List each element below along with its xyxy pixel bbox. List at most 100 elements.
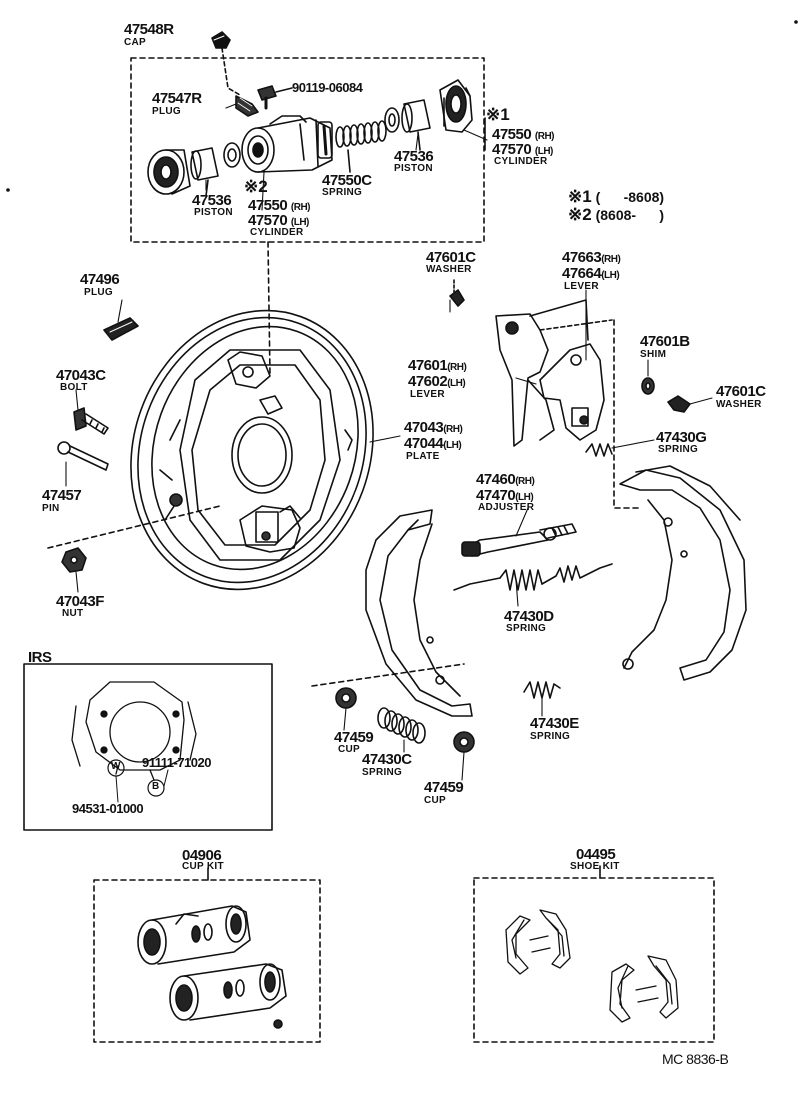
legend-mark-1: ※1 xyxy=(568,187,592,206)
cylinder-bottom-rh-number: 47550 xyxy=(248,197,288,214)
nut-47043f-part xyxy=(61,547,87,573)
wheel-cylinder-part xyxy=(241,115,333,173)
plug-47496-part xyxy=(103,317,139,341)
lever-47663-name: LEVER xyxy=(564,281,599,292)
spring-47430c-part xyxy=(377,707,426,744)
cylinder-lh-tag: (LH) xyxy=(534,146,554,157)
plate-rh-number: 47043 xyxy=(404,419,444,436)
seal-right-part xyxy=(384,107,400,133)
irs-inset-box xyxy=(23,663,273,831)
lever-47601-rh: 47601 xyxy=(408,357,448,374)
shim-name: SHIM xyxy=(640,349,667,360)
bolt-47043c-number: 47043C xyxy=(56,367,106,384)
mark-2-symbol: ※2 xyxy=(244,177,268,196)
shim-number: 47601B xyxy=(640,333,690,350)
shim-part xyxy=(641,377,655,395)
pin-number: 47457 xyxy=(42,487,82,504)
cup-bottom-number: 47459 xyxy=(424,779,464,796)
spring-47430g-number: 47430G xyxy=(656,429,707,446)
lever-47601-rh-tag: (RH) xyxy=(447,362,467,373)
adjuster-lh-number: 47470 xyxy=(476,487,516,504)
shoe-kit-set-lower xyxy=(609,955,679,1023)
boot-left-part xyxy=(147,149,191,195)
adjust-lever-part xyxy=(539,343,605,441)
cylinder-top-name: CYLINDER xyxy=(494,156,548,167)
cup-left-part xyxy=(335,687,357,709)
spring-47430e-number: 47430E xyxy=(530,715,579,732)
washer-right-part xyxy=(667,395,691,413)
cylinder-rh-number: 47550 xyxy=(492,126,532,143)
washer-top-number: 47601C xyxy=(426,249,476,266)
cylinder-group-box xyxy=(130,57,485,243)
pin-47457-part xyxy=(57,441,109,471)
legend-range-1: ( -8608) xyxy=(595,189,665,205)
piston-right-number: 47536 xyxy=(394,148,434,165)
cup-kit-cylinder-upper xyxy=(137,905,251,965)
bolt-90119-number: 90119-06084 xyxy=(292,80,363,95)
cylinder-bottom-lh-number: 47570 xyxy=(248,212,288,229)
plate-rh-tag: (RH) xyxy=(443,424,463,435)
irs-title: IRS xyxy=(28,649,52,666)
lever-47601-name: LEVER xyxy=(410,389,445,400)
piston-left-part xyxy=(190,147,219,197)
adjuster-lh-tag: (LH) xyxy=(515,492,534,503)
irs-part-a: 91111-71020 xyxy=(142,755,211,770)
lever-47663-rh-tag: (RH) xyxy=(601,254,621,265)
cup-kit-cylinder-lower xyxy=(169,963,287,1029)
spring-47550c-name: SPRING xyxy=(322,187,363,198)
spring-47430d-number: 47430D xyxy=(504,608,554,625)
lever-47664-lh-tag: (LH) xyxy=(601,270,620,281)
nut-name: NUT xyxy=(62,608,84,619)
piston-left-name: PISTON xyxy=(194,207,233,218)
spring-47430g-part xyxy=(585,443,613,457)
pin-name: PIN xyxy=(42,503,60,514)
washer-top-name: WASHER xyxy=(426,264,472,275)
shoe-kit-name: SHOE KIT xyxy=(570,861,620,872)
plug-47496-number: 47496 xyxy=(80,271,120,288)
shoe-kit-set-upper xyxy=(505,909,571,975)
plug-part xyxy=(235,95,259,117)
washer-right-number: 47601C xyxy=(716,383,766,400)
cylinder-bottom-name: CYLINDER xyxy=(250,227,304,238)
plate-lh-tag: (LH) xyxy=(443,440,462,451)
lever-47602-lh: 47602 xyxy=(408,373,448,390)
cup-kit-number: 04906 xyxy=(182,847,222,864)
plate-lh-number: 47044 xyxy=(404,435,444,452)
spring-47430d-part xyxy=(453,563,613,591)
irs-badge-b: B xyxy=(152,781,160,792)
leader-lines xyxy=(65,103,713,781)
cylinder-bottom-rh-tag: (RH) xyxy=(290,202,311,213)
cylinder-bottom-lh-tag: (LH) xyxy=(290,217,310,228)
plug-47547r-number: 47547R xyxy=(152,90,202,107)
irs-plate-outline xyxy=(71,681,197,781)
shoe-kit-number: 04495 xyxy=(576,846,616,863)
bolt-47043c-name: BOLT xyxy=(60,382,88,393)
cup-kit-name: CUP KIT xyxy=(182,861,224,872)
cup-bottom-part xyxy=(453,731,475,753)
irs-badge-w: W xyxy=(111,761,121,772)
spring-47430d-name: SPRING xyxy=(506,623,547,634)
cup-bottom-name: CUP xyxy=(424,795,447,806)
plug-47547r-name: PLUG xyxy=(152,106,181,117)
bolt-90119-part xyxy=(257,85,293,110)
lever-47602-lh-tag: (LH) xyxy=(447,378,466,389)
spring-47550c-part xyxy=(335,120,387,173)
spring-47550c-number: 47550C xyxy=(322,172,372,189)
backing-plate-part xyxy=(130,309,374,591)
cap-part xyxy=(211,31,231,49)
brake-shoe-right-part xyxy=(619,465,747,681)
cup-left-number: 47459 xyxy=(334,729,374,746)
badge-b-ring xyxy=(147,779,165,797)
piston-right-part xyxy=(401,99,431,151)
lever-47664-lh: 47664 xyxy=(562,265,602,282)
spring-47430c-number: 47430C xyxy=(362,751,412,768)
spring-47430c-name: SPRING xyxy=(362,767,403,778)
cap-number: 47548R xyxy=(124,21,174,38)
spring-47430e-name: SPRING xyxy=(530,731,571,742)
spring-47430e-part xyxy=(523,681,561,699)
adjuster-rh-tag: (RH) xyxy=(515,476,535,487)
footer-code: MC 8836-B xyxy=(662,1051,729,1067)
bolt-47043c-part xyxy=(73,407,109,435)
irs-part-b: 94531-01000 xyxy=(72,801,144,816)
mark-1-symbol: ※1 xyxy=(486,105,510,124)
